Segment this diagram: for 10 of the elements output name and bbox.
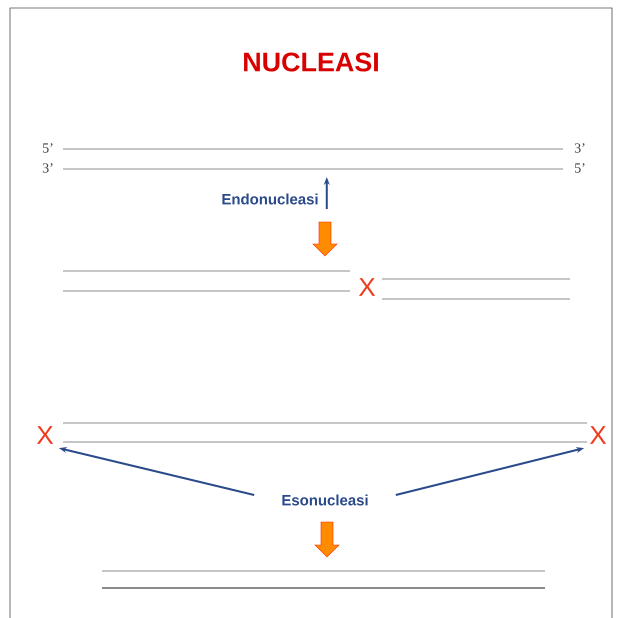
cut-mark: X: [36, 426, 54, 444]
enzyme-label: Endonucleasi: [222, 194, 318, 204]
strand-end-label: 3’: [574, 143, 584, 153]
title: NUCLEASI: [244, 52, 378, 72]
strand-end-label: 3’: [42, 163, 52, 173]
cut-mark: X: [590, 426, 606, 444]
strand-end-label: 5’: [575, 163, 584, 173]
enzyme-label: Esonucleasi: [282, 494, 368, 506]
strand-end-label: 5’: [43, 143, 52, 153]
cut-mark: X: [358, 278, 376, 296]
